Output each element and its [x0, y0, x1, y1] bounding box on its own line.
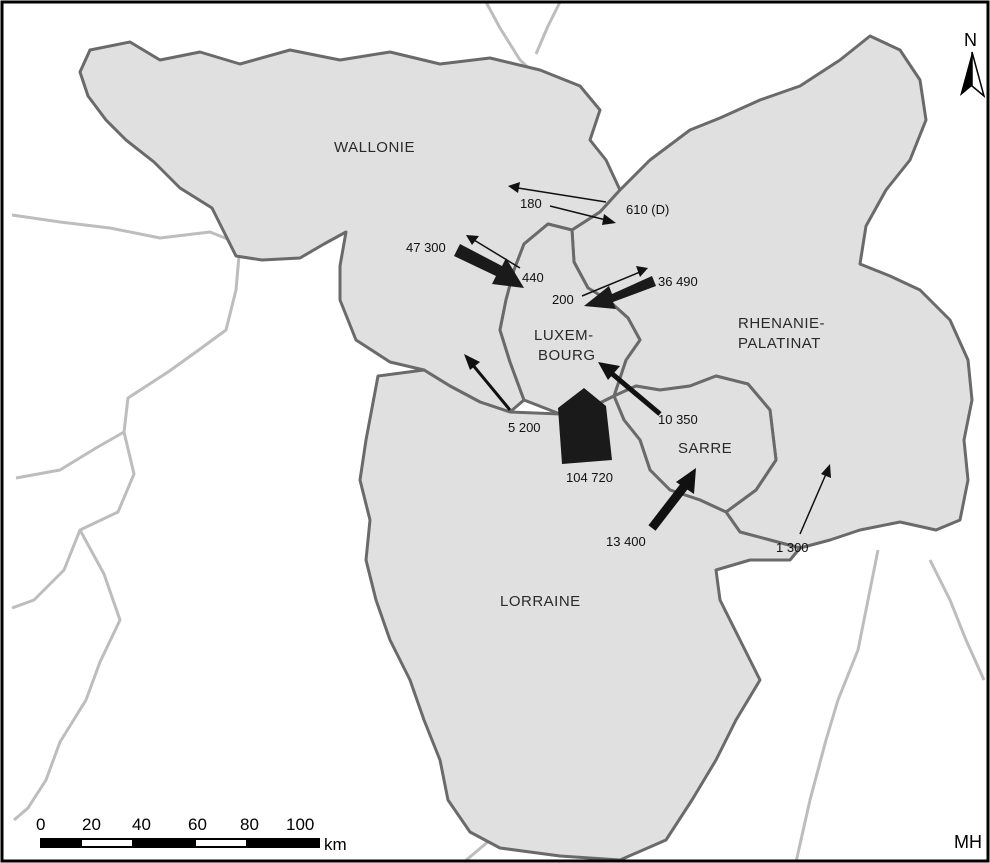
label-wallonie: WALLONIE [334, 139, 415, 156]
label-rhenanie-1: RHENANIE- [738, 315, 825, 332]
flow-label-1300: 1 300 [776, 540, 809, 555]
arrow-47300 [454, 244, 524, 288]
flow-label-13400: 13 400 [606, 534, 646, 549]
flow-arrows [454, 182, 831, 535]
arrow-200 [581, 266, 648, 297]
scale-tick-100: 100 [286, 815, 314, 834]
flow-label-104720: 104 720 [566, 470, 613, 485]
flow-label-10350: 10 350 [658, 412, 698, 427]
north-arrow-icon: N [960, 30, 986, 99]
region-labels: WALLONIE LUXEM- BOURG RHENANIE- PALATINA… [334, 139, 825, 610]
arrow-5200 [464, 354, 512, 411]
flow-label-47300: 47 300 [406, 240, 446, 255]
flow-labels: 180 610 (D) 47 300 440 200 36 490 5 200 … [406, 196, 809, 555]
arrow-36490 [584, 276, 656, 309]
regions [78, 34, 974, 862]
arrow-1300 [799, 464, 831, 535]
arrow-180-east [549, 205, 616, 225]
flow-label-610: 610 (D) [626, 202, 669, 217]
flow-label-200: 200 [552, 292, 574, 307]
credit-label: MH [954, 832, 982, 852]
scale-tick-0: 0 [36, 815, 45, 834]
scale-tick-80: 80 [240, 815, 259, 834]
scale-bar: 0 20 40 60 80 100 km [36, 815, 347, 854]
label-sarre: SARRE [678, 440, 732, 457]
label-luxembourg-1: LUXEM- [534, 327, 594, 344]
label-rhenanie-2: PALATINAT [738, 335, 821, 352]
scale-tick-60: 60 [188, 815, 207, 834]
flow-label-36490: 36 490 [658, 274, 698, 289]
region-lorraine [358, 368, 802, 862]
arrow-13400 [648, 468, 696, 531]
label-lorraine: LORRAINE [500, 593, 581, 610]
scale-unit: km [324, 835, 347, 854]
flow-label-180: 180 [520, 196, 542, 211]
flow-label-5200: 5 200 [508, 420, 541, 435]
scale-tick-20: 20 [82, 815, 101, 834]
scale-tick-40: 40 [132, 815, 151, 834]
arrow-104720 [558, 388, 612, 464]
arrow-440 [466, 235, 521, 269]
flow-label-440: 440 [522, 270, 544, 285]
north-label: N [964, 30, 977, 50]
outer-borders [11, 1, 986, 863]
arrow-610-west [508, 182, 607, 203]
label-luxembourg-2: BOURG [538, 347, 596, 364]
arrow-10350 [598, 362, 662, 416]
